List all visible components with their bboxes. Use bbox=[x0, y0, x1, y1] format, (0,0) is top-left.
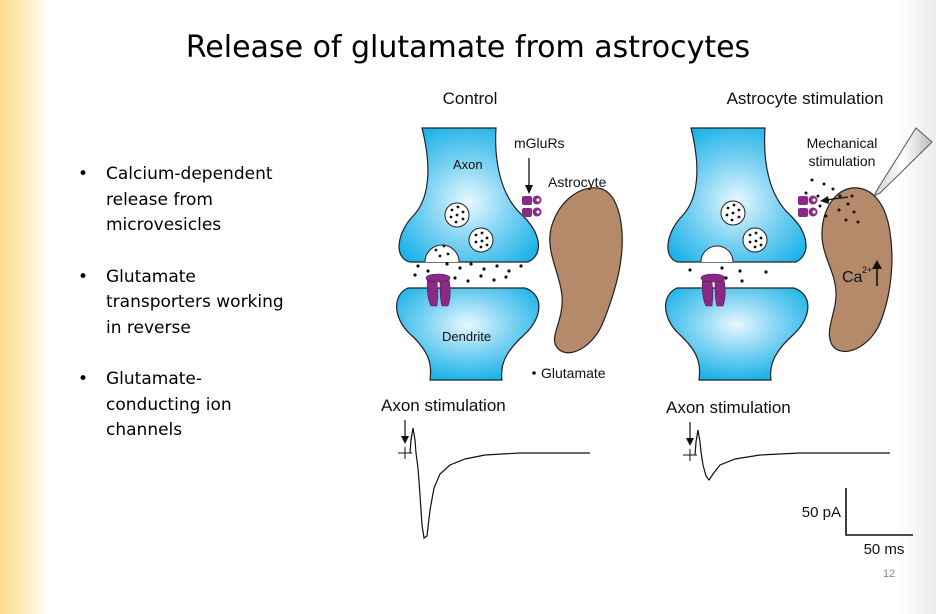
stimulation-postsynaptic-receptor bbox=[700, 273, 726, 307]
stimulation-vesicle-contents bbox=[725, 203, 763, 249]
slide-left-gradient bbox=[0, 0, 48, 614]
dendrite-label: Dendrite bbox=[442, 329, 491, 344]
control-axon-terminal bbox=[398, 127, 540, 263]
control-trace bbox=[398, 420, 590, 540]
control-vesicle-contents bbox=[434, 205, 489, 258]
stimulation-mglur-receptor bbox=[798, 195, 818, 217]
control-astrocyte bbox=[549, 187, 623, 354]
mechanical-stimulation-line2: stimulation bbox=[809, 153, 876, 169]
stimulation-astrocyte bbox=[821, 187, 893, 353]
astrocyte-label: Astrocyte bbox=[548, 174, 607, 190]
panel-title-stimulation: Astrocyte stimulation bbox=[727, 89, 884, 108]
mglurs-label: mGluRs bbox=[514, 135, 565, 151]
panel-title-control: Control bbox=[443, 89, 498, 108]
scale-bar bbox=[845, 488, 913, 536]
stimulation-trace bbox=[683, 422, 890, 482]
micropipette-icon bbox=[872, 127, 933, 198]
mglurs-arrow bbox=[525, 158, 533, 194]
control-mglur-receptor bbox=[522, 195, 542, 217]
control-trace-label: Axon stimulation bbox=[381, 396, 506, 415]
calcium-charge-label: 2+ bbox=[862, 265, 872, 275]
control-synapse: Axon Dendrite mGluRs Astrocyte Glutamate bbox=[396, 127, 623, 381]
page-number: 12 bbox=[883, 568, 896, 580]
slide-right-gradient bbox=[896, 0, 936, 614]
mechanical-stimulation-line1: Mechanical bbox=[807, 135, 878, 151]
axon-label: Axon bbox=[453, 157, 483, 172]
control-glutamate-molecules bbox=[413, 262, 523, 283]
glutamate-legend-label: Glutamate bbox=[541, 365, 606, 381]
scale-bar-current-label: 50 pA bbox=[802, 504, 841, 521]
stimulation-axon-terminal bbox=[667, 127, 807, 263]
release-arrow bbox=[820, 196, 849, 204]
glutamate-legend-dot bbox=[532, 371, 536, 375]
control-postsynaptic-receptor bbox=[425, 273, 451, 307]
stimulation-glutamate-molecules bbox=[688, 178, 860, 283]
control-fusing-vesicle bbox=[424, 244, 460, 263]
stimulation-trace-label: Axon stimulation bbox=[666, 398, 791, 417]
calcium-label: Ca bbox=[842, 269, 863, 286]
stimulation-fusing-vesicle bbox=[700, 245, 734, 263]
scale-bar-time-label: 50 ms bbox=[864, 541, 905, 558]
stimulation-synapse: Mechanical stimulation Ca 2+ bbox=[665, 127, 933, 381]
stimulation-dendrite bbox=[665, 287, 809, 381]
calcium-increase-arrow bbox=[872, 260, 882, 286]
slide-title: Release of glutamate from astrocytes bbox=[185, 30, 751, 65]
control-dendrite bbox=[396, 287, 540, 381]
